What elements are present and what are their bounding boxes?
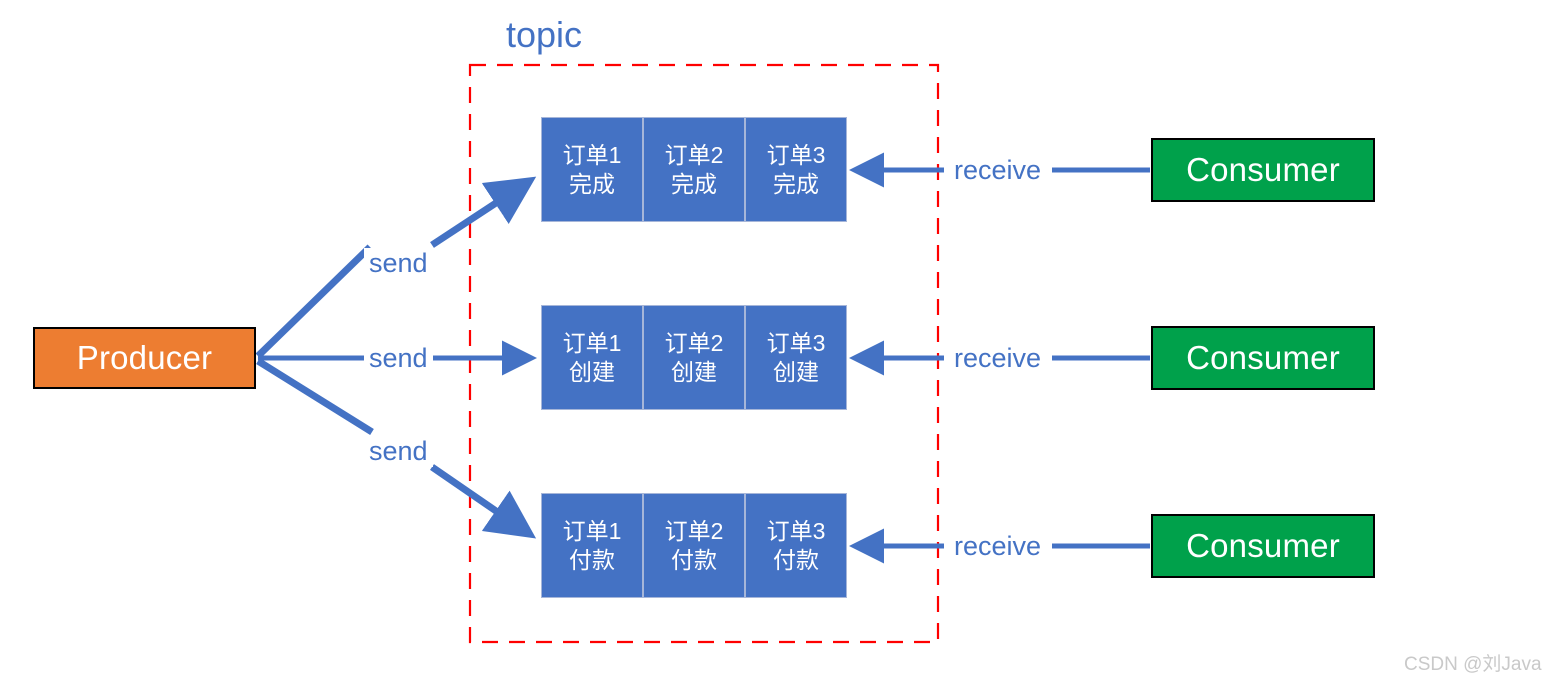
message-line-2: 完成 [569,170,615,197]
consumer-label: Consumer [1186,339,1340,376]
partition-row-3: 订单1 付款 订单2 付款 订单3 付款 [541,493,847,598]
consumer-node-3[interactable]: Consumer [1151,514,1375,578]
message-line-1: 订单1 [562,518,622,545]
message-line-2: 创建 [671,358,717,385]
receive-label-bottom: receive [949,531,1047,562]
message-cell[interactable]: 订单2 完成 [643,117,745,222]
topic-label: topic [506,14,583,55]
message-cell[interactable]: 订单2 创建 [643,305,745,410]
message-line-1: 订单1 [562,330,622,357]
message-cell[interactable]: 订单2 付款 [643,493,745,598]
topic-boundary [468,63,940,644]
message-line-1: 订单2 [664,142,724,169]
receive-label-top: receive [949,155,1047,186]
producer-node[interactable]: Producer [33,327,256,389]
message-cell[interactable]: 订单1 完成 [541,117,643,222]
message-line-1: 订单3 [766,142,826,169]
message-cell[interactable]: 订单1 付款 [541,493,643,598]
message-line-2: 创建 [569,358,615,385]
message-cell[interactable]: 订单3 创建 [745,305,847,410]
producer-label: Producer [76,339,213,376]
message-line-2: 付款 [671,546,717,573]
message-line-2: 完成 [671,170,717,197]
message-line-1: 订单2 [664,330,724,357]
message-line-1: 订单1 [562,142,622,169]
message-line-2: 创建 [773,358,819,385]
message-cell[interactable]: 订单1 创建 [541,305,643,410]
consumer-label: Consumer [1186,151,1340,188]
partition-row-2: 订单1 创建 订单2 创建 订单3 创建 [541,305,847,410]
receive-label-middle: receive [949,343,1047,374]
message-line-1: 订单3 [766,330,826,357]
consumer-node-2[interactable]: Consumer [1151,326,1375,390]
send-label-middle: send [364,343,433,374]
consumer-label: Consumer [1186,527,1340,564]
send-label-bottom: send [364,436,433,467]
send-label-top: send [364,248,433,279]
message-line-2: 完成 [773,170,819,197]
watermark: CSDN @刘Java [1404,654,1542,675]
message-line-1: 订单2 [664,518,724,545]
consumer-node-1[interactable]: Consumer [1151,138,1375,202]
message-cell[interactable]: 订单3 完成 [745,117,847,222]
message-line-2: 付款 [773,546,819,573]
message-line-1: 订单3 [766,518,826,545]
partition-row-1: 订单1 完成 订单2 完成 订单3 完成 [541,117,847,222]
send-arrow-top [255,176,537,359]
message-line-2: 付款 [569,546,615,573]
message-cell[interactable]: 订单3 付款 [745,493,847,598]
send-arrow-bottom [256,358,537,539]
